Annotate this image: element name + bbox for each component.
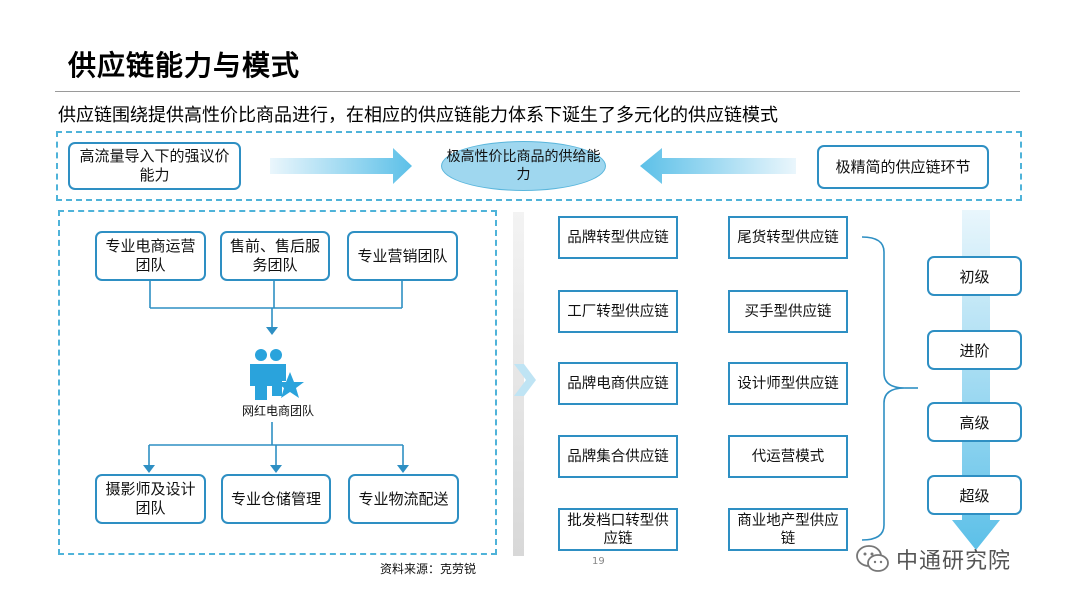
level-advanced: 进阶: [927, 330, 1022, 370]
team-bottom-connectors: [148, 422, 404, 466]
page-subtitle: 供应链围绕提供高性价比商品进行，在相应的供应链能力体系下诞生了多元化的供应链模式: [58, 105, 778, 126]
team-box-photography: 摄影师及设计团队: [95, 474, 206, 524]
page-title: 供应链能力与模式: [68, 49, 301, 82]
mode-brand-transition: 品牌转型供应链: [558, 216, 678, 259]
influencer-team-label: 网红电商团队: [241, 404, 314, 418]
mode-commercial-realestate: 商业地产型供应链: [728, 508, 848, 551]
mode-surplus-transition: 尾货转型供应链: [728, 216, 848, 259]
mode-agency-operation: 代运营模式: [728, 435, 848, 478]
team-box-operations: 专业电商运营团队: [95, 231, 206, 281]
level-super: 超级: [927, 475, 1022, 515]
divider-band: [513, 212, 524, 556]
mode-designer: 设计师型供应链: [728, 362, 848, 405]
team-frame: [58, 210, 497, 555]
mode-buyer: 买手型供应链: [728, 290, 848, 333]
watermark-text: 中通研究院: [896, 549, 1012, 574]
mode-wholesale-transition: 批发档口转型供应链: [558, 508, 678, 551]
flow-arrow-right: [640, 148, 796, 184]
source-note: 资料来源：克劳锐: [380, 562, 477, 576]
chevron-right-icon: [514, 364, 536, 396]
flow-arrow-left: [270, 148, 412, 184]
wechat-logo-icon: [856, 545, 889, 572]
people-star-icon: [250, 349, 304, 400]
title-divider: [55, 91, 1020, 92]
mode-brand-ecommerce: 品牌电商供应链: [558, 362, 678, 405]
mode-brand-collection: 品牌集合供应链: [558, 435, 678, 478]
top-flow-frame: [56, 131, 1022, 201]
page-number: 19: [592, 556, 605, 567]
bargaining-power-box: 高流量导入下的强议价能力: [68, 142, 241, 190]
supply-capacity-ellipse: 极高性价比商品的供给能力: [441, 141, 606, 191]
level-basic: 初级: [927, 256, 1022, 296]
mode-bracket: [861, 236, 918, 541]
team-box-logistics: 专业物流配送: [348, 474, 459, 524]
mode-factory-transition: 工厂转型供应链: [558, 290, 678, 333]
team-box-warehouse: 专业仓储管理: [221, 474, 331, 524]
team-box-marketing: 专业营销团队: [347, 231, 458, 281]
team-box-service: 售前、售后服务团队: [220, 231, 330, 281]
lean-chain-box: 极精简的供应链环节: [817, 145, 989, 189]
watermark: 中通研究院: [856, 543, 1011, 575]
team-top-connectors: [149, 281, 403, 328]
arrow-down-head: [266, 327, 278, 335]
level-senior: 高级: [927, 402, 1022, 442]
